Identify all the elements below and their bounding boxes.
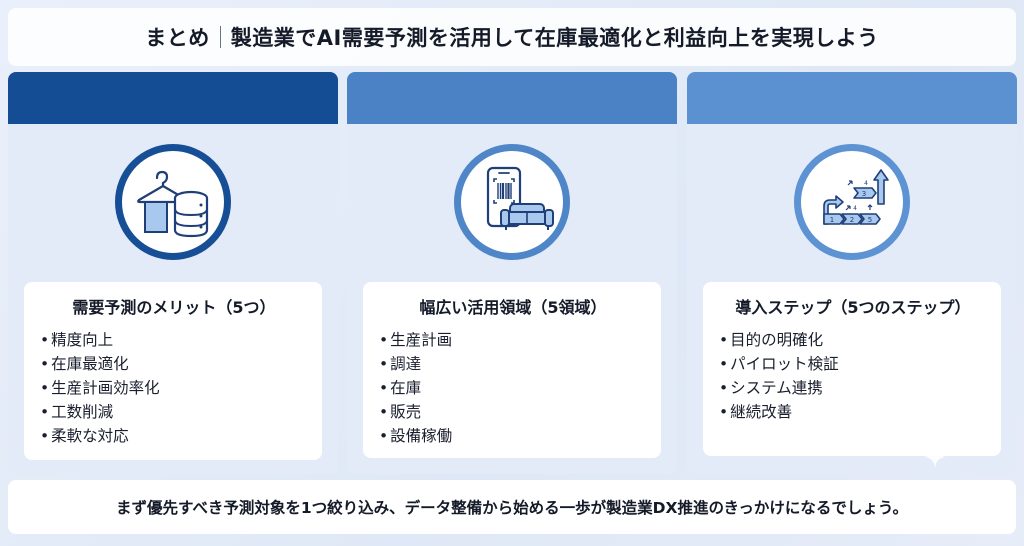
page-title: まとめ 製造業でAI需要予測を活用して在庫最適化と利益向上を実現しよう bbox=[8, 8, 1016, 66]
card-merits: 需要予測のメリット（5つ） 精度向上 在庫最適化 生産計画効率化 工数削減 柔軟… bbox=[8, 72, 338, 474]
icon-badge bbox=[115, 144, 231, 260]
footer-message: まず優先すべき予測対象を1つ絞り込み、データ整備から始める一歩が製造業DX推進の… bbox=[8, 480, 1016, 534]
card-header bbox=[8, 72, 338, 124]
title-separator bbox=[219, 26, 221, 48]
phone-barcode-sofa-icon bbox=[486, 166, 554, 230]
card-steps: 3 4 1 2 5 4 導入ステップ（5つのステップ） 目的の明確化 パイロット… bbox=[687, 72, 1017, 474]
list-item: 目的の明確化 bbox=[719, 328, 987, 352]
list-heading: 導入ステップ（5つのステップ） bbox=[735, 298, 971, 317]
list-item: 継続改善 bbox=[719, 400, 987, 424]
card-header bbox=[687, 72, 1017, 124]
step-number: 5 bbox=[868, 216, 872, 224]
icon-badge: 3 4 1 2 5 4 bbox=[794, 144, 910, 260]
title-prefix: まとめ bbox=[145, 26, 210, 50]
icon-badge bbox=[454, 144, 570, 260]
sparkle-icon bbox=[924, 446, 946, 468]
steps-list-box: 導入ステップ（5つのステップ） 目的の明確化 パイロット検証 システム連携 継続… bbox=[703, 282, 1001, 456]
list-item: 生産計画 bbox=[379, 328, 647, 352]
step-number: 4 bbox=[864, 180, 868, 187]
list-item: 工数削減 bbox=[40, 400, 308, 424]
card-header bbox=[347, 72, 677, 124]
list-item: 在庫最適化 bbox=[40, 352, 308, 376]
card-areas: 幅広い活用領域（5領域） 生産計画 調達 在庫 販売 設備稼働 bbox=[347, 72, 677, 474]
hanger-database-icon bbox=[137, 170, 209, 238]
list-item: 柔軟な対応 bbox=[40, 424, 308, 448]
title-main: 製造業でAI需要予測を活用して在庫最適化と利益向上を実現しよう bbox=[230, 26, 879, 50]
list-item: 設備稼働 bbox=[379, 424, 647, 448]
list-item: システム連携 bbox=[719, 376, 987, 400]
step-number: 1 bbox=[830, 216, 834, 224]
list-item: パイロット検証 bbox=[719, 352, 987, 376]
merits-list: 精度向上 在庫最適化 生産計画効率化 工数削減 柔軟な対応 bbox=[40, 328, 308, 448]
areas-list-box: 幅広い活用領域（5領域） 生産計画 調達 在庫 販売 設備稼働 bbox=[363, 282, 661, 458]
list-item: 販売 bbox=[379, 400, 647, 424]
step-number: 2 bbox=[850, 216, 854, 224]
list-item: 精度向上 bbox=[40, 328, 308, 352]
list-heading: 幅広い活用領域（5領域） bbox=[419, 298, 607, 317]
list-item: 生産計画効率化 bbox=[40, 376, 308, 400]
areas-list: 生産計画 調達 在庫 販売 設備稼働 bbox=[379, 328, 647, 448]
merits-list-box: 需要予測のメリット（5つ） 精度向上 在庫最適化 生産計画効率化 工数削減 柔軟… bbox=[24, 282, 322, 460]
list-heading: 需要予測のメリット（5つ） bbox=[72, 298, 276, 317]
step-number: 4 bbox=[853, 205, 857, 212]
steps-list: 目的の明確化 パイロット検証 システム連携 継続改善 bbox=[719, 328, 987, 424]
list-item: 在庫 bbox=[379, 376, 647, 400]
step-number: 3 bbox=[862, 190, 866, 198]
step-flow-icon: 3 4 1 2 5 4 bbox=[823, 169, 889, 225]
list-item: 調達 bbox=[379, 352, 647, 376]
